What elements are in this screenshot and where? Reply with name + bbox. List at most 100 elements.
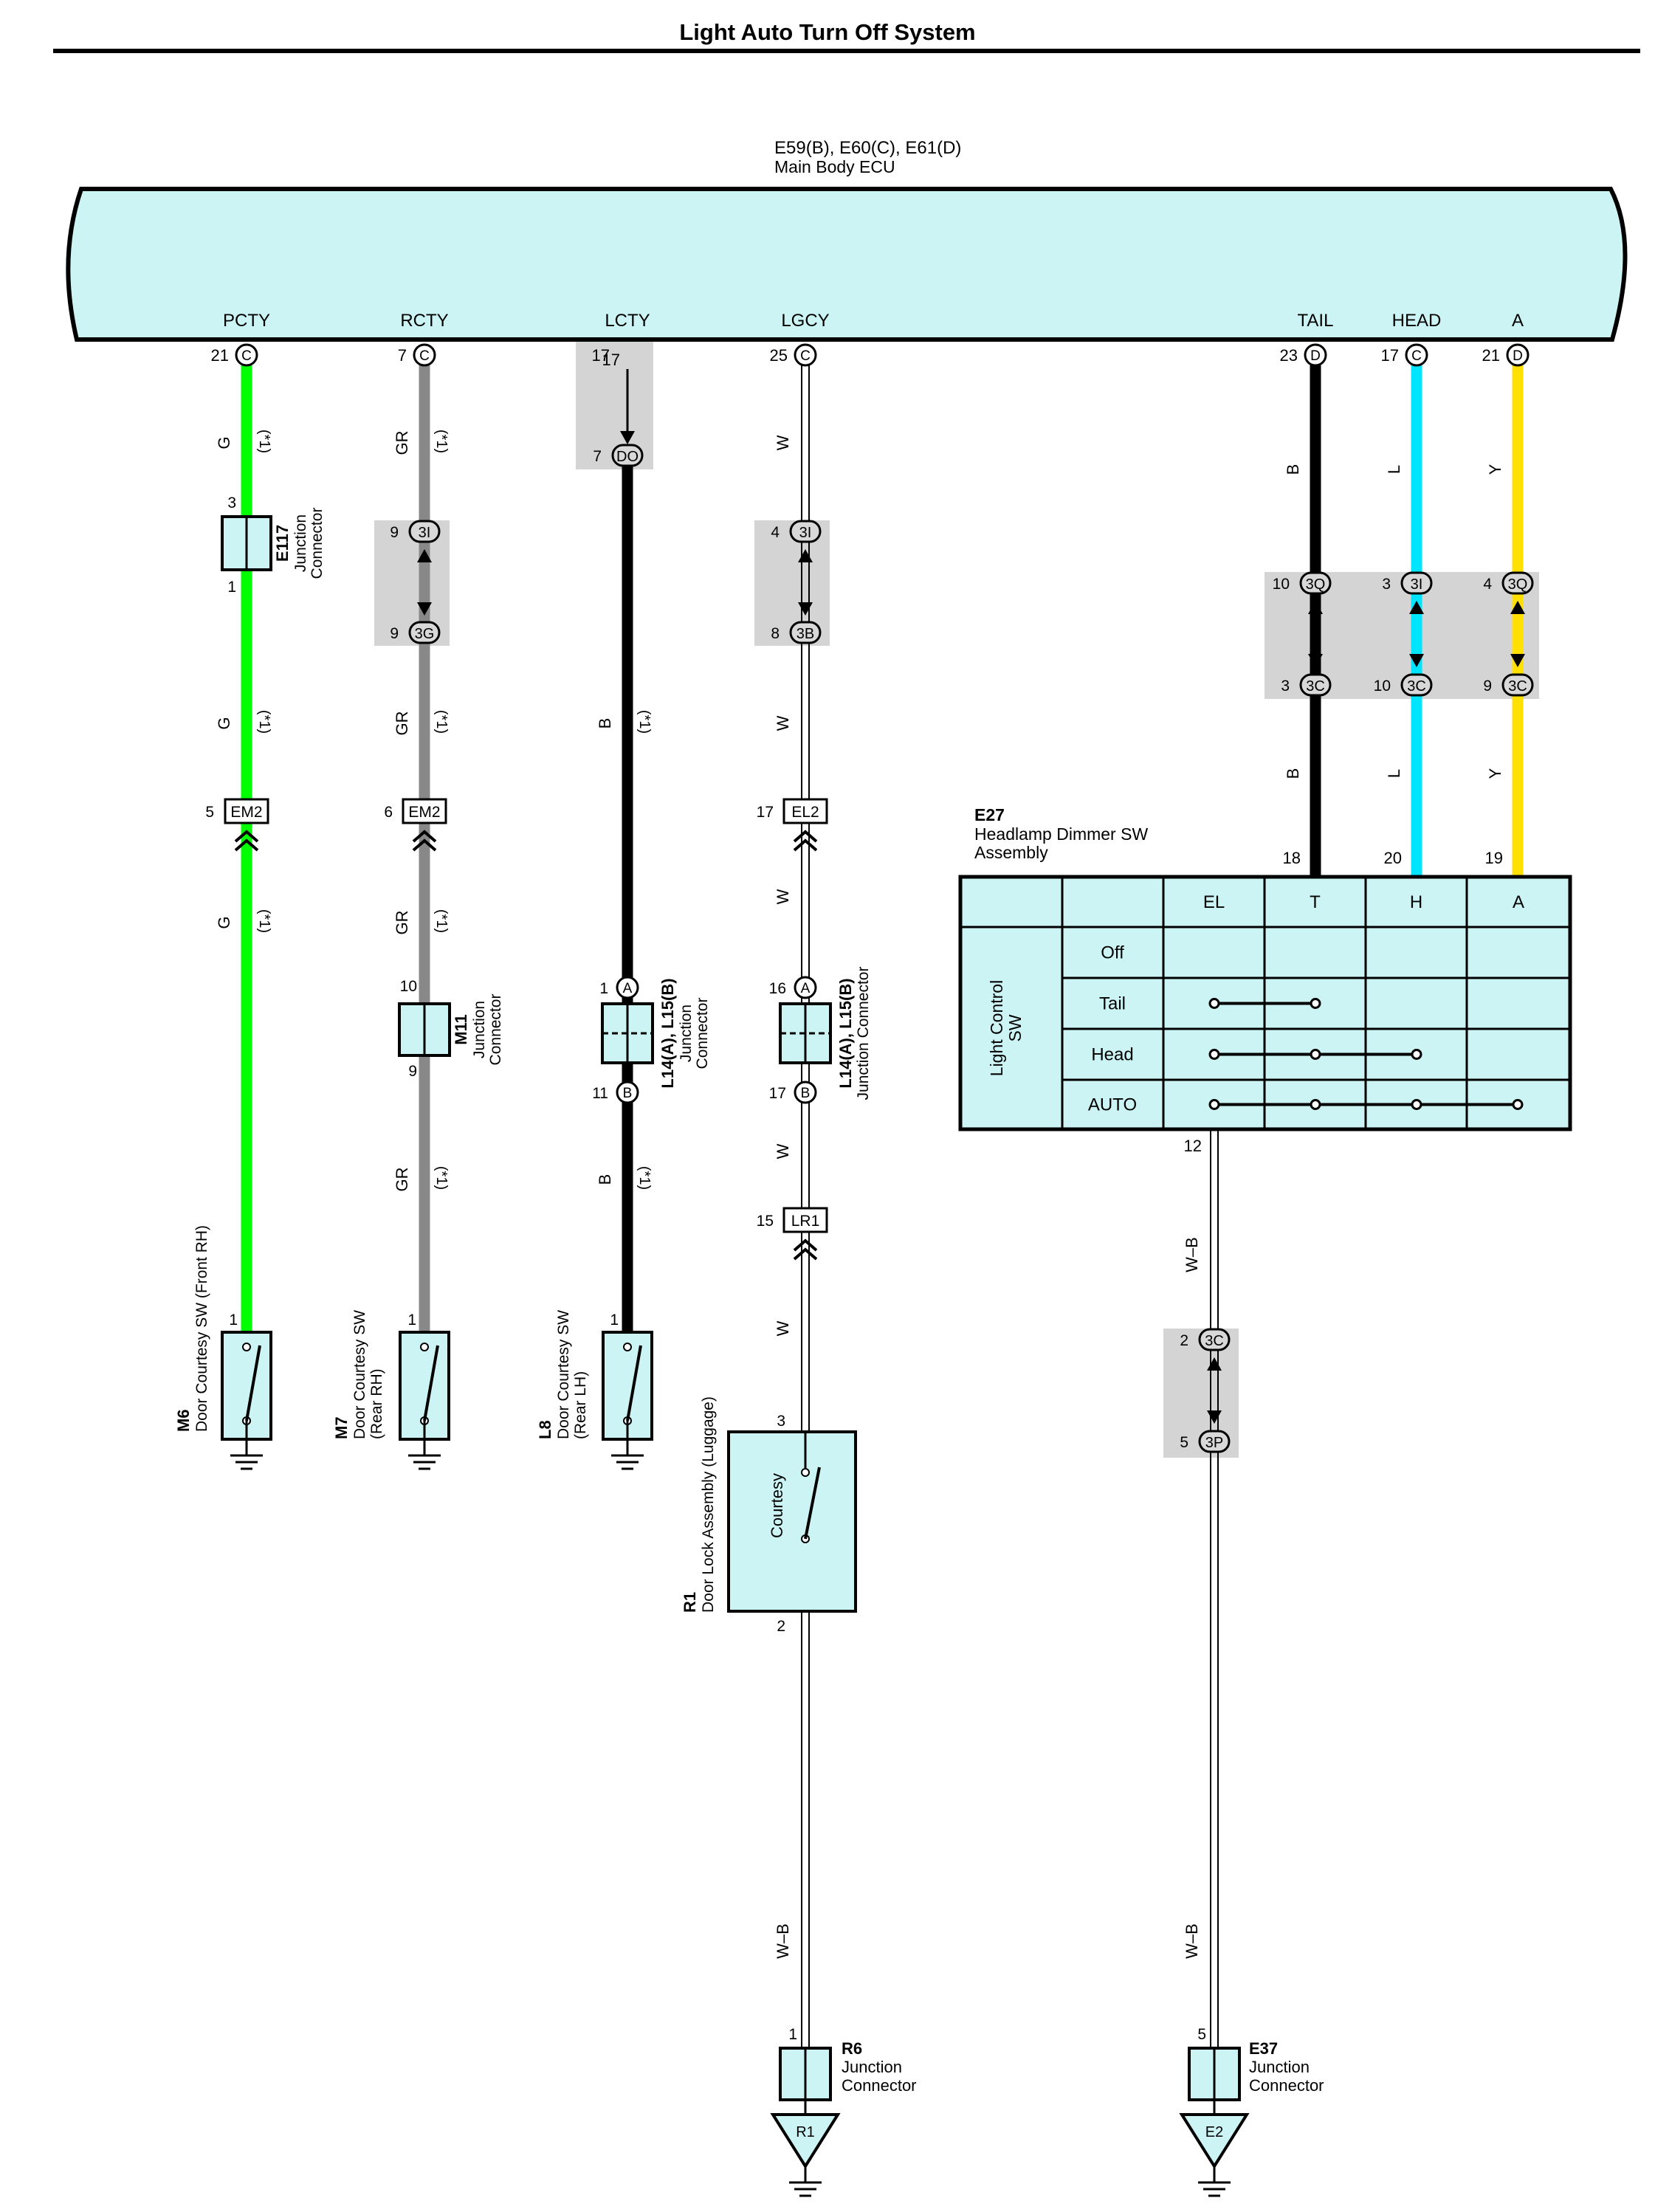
arrow-up-icon (798, 549, 813, 562)
em2-connector-pcty (224, 798, 269, 824)
arrow-down-icon (620, 431, 635, 444)
pin-label: 6 (384, 804, 393, 821)
conn-b-lcty (616, 1081, 639, 1104)
conn-3c-right (1501, 673, 1534, 697)
pin-label: 4 (771, 524, 780, 541)
conn-3p-e37 (1198, 1430, 1231, 1453)
conn-3c-right (1400, 673, 1433, 697)
m7-switch-blade (423, 1345, 439, 1422)
pin-label: 15 (757, 1213, 774, 1230)
arrow-down-icon (1510, 654, 1525, 667)
e27-row-label: Off (1101, 943, 1124, 963)
pin-label: 11 (592, 1085, 608, 1102)
wire-color-label: GR (393, 911, 411, 935)
conn-top-right-text: 3Q (1306, 576, 1326, 593)
conn-3p-e37-text: 3P (1205, 1435, 1223, 1451)
ecu-terminal-name: RCTY (400, 311, 448, 331)
ecu-terminal-connector-text: C (800, 348, 811, 364)
ecu-terminal-connector (1304, 343, 1327, 367)
r1-contact (801, 1468, 810, 1477)
r1-ground-label: R1 (796, 2124, 815, 2140)
m11-name: Connector (487, 994, 504, 1066)
r1-blade (804, 1467, 821, 1540)
conn-3g-rcty-text: 3G (415, 626, 435, 642)
r1-door-lock-box (727, 1430, 857, 1613)
wire-color-label: L (1385, 769, 1403, 778)
arrow-down-icon (1308, 654, 1323, 667)
r1-inner-label: Courtesy (768, 1473, 786, 1538)
wire-color-label: Y (1486, 464, 1504, 475)
ecu-terminal-connector-text: D (1310, 348, 1321, 364)
em2-connector-pcty-text: EM2 (230, 804, 262, 821)
chevron-icon (412, 830, 437, 843)
lr1-connector-text: LR1 (791, 1213, 820, 1230)
wire-note-label: (*1) (256, 710, 272, 734)
ecu-block (66, 187, 1628, 342)
wire-color-label: W–B (774, 1923, 792, 1959)
e117-code: E117 (273, 525, 292, 562)
ecu-terminal-name: LCTY (605, 311, 650, 331)
arrow-up-icon (417, 549, 432, 562)
arrow-down-icon (798, 602, 813, 616)
wire-color-label: G (215, 717, 233, 729)
e27-contact-point (1310, 1049, 1321, 1060)
wire-note-label: (*1) (256, 430, 272, 453)
e27-contact-point (1512, 1099, 1524, 1110)
pin-label: 4 (1483, 576, 1492, 593)
arrow-down-icon (1409, 654, 1424, 667)
ecu-terminal-pin: 21 (211, 346, 229, 365)
wire-color-label: L (1385, 465, 1403, 474)
ecu-terminal-connector-text: C (1411, 348, 1422, 364)
conn-3c-right-text: 3C (1508, 678, 1527, 695)
pin-label: 2 (777, 1618, 785, 1635)
conn-3b-lgcy (789, 621, 822, 644)
r1-ground-triangle (770, 2113, 841, 2169)
conn-3c-right (1299, 673, 1332, 697)
pin-label: 12 (1184, 1137, 1202, 1155)
em2-connector-rcty-text: EM2 (408, 804, 440, 821)
wire-color-label: W (774, 1143, 792, 1159)
e117-name: Junction (292, 514, 309, 572)
pin-label: 2 (1180, 1332, 1188, 1349)
m7-code: M7 (332, 1416, 351, 1439)
wire-color-label: B (596, 1174, 614, 1185)
ecu-terminal-connector (413, 343, 436, 367)
ecu-terminal-name: PCTY (223, 311, 270, 331)
ecu-name: Main Body ECU (774, 157, 895, 176)
arrow-up-icon (1308, 601, 1323, 614)
ecu-terminal-connector (235, 343, 258, 367)
pin-label: 1 (788, 2026, 797, 2043)
wire-color-label: W (774, 435, 792, 450)
chevron-icon (412, 838, 437, 852)
m7-name: Door Courtesy SW (351, 1310, 368, 1439)
e37-name: Junction (1249, 2058, 1310, 2076)
conn-do-lcty (611, 444, 644, 467)
conn-top-right (1299, 571, 1332, 595)
e2-ground-triangle (1179, 2113, 1250, 2169)
r6-code: R6 (842, 2039, 862, 2058)
pin-label: 3 (777, 1413, 785, 1430)
e117-name: Connector (309, 508, 326, 579)
e27-contact-point (1310, 1099, 1321, 1110)
pin-label: 1 (599, 980, 608, 997)
e27-column-header: H (1410, 892, 1422, 912)
pin-label: 1 (407, 1312, 416, 1329)
el2-connector-lgcy-text: EL2 (791, 804, 819, 821)
ecu-terminal-connector-text: C (419, 348, 430, 364)
pin-label: 9 (1483, 678, 1492, 695)
ecu-terminal-pin: 21 (1482, 346, 1500, 365)
e27-row-label: AUTO (1088, 1095, 1137, 1115)
conn-3i-rcty-text: 3I (419, 525, 431, 541)
conn-b-lgcy-text: B (801, 1086, 811, 1101)
wire-color-label: W (774, 715, 792, 731)
e27-column-header: T (1310, 892, 1321, 912)
chevron-icon (793, 838, 818, 852)
wire-color-label: W (774, 889, 792, 904)
conn-a-lcty-text: A (623, 981, 633, 996)
pin-label: 19 (1485, 849, 1503, 867)
e27-name: Assembly (974, 843, 1048, 862)
conn-3g-rcty (408, 621, 441, 644)
pin-label: 10 (1273, 576, 1290, 593)
e27-code: E27 (974, 805, 1005, 824)
conn-b-lcty-text: B (623, 1086, 633, 1101)
